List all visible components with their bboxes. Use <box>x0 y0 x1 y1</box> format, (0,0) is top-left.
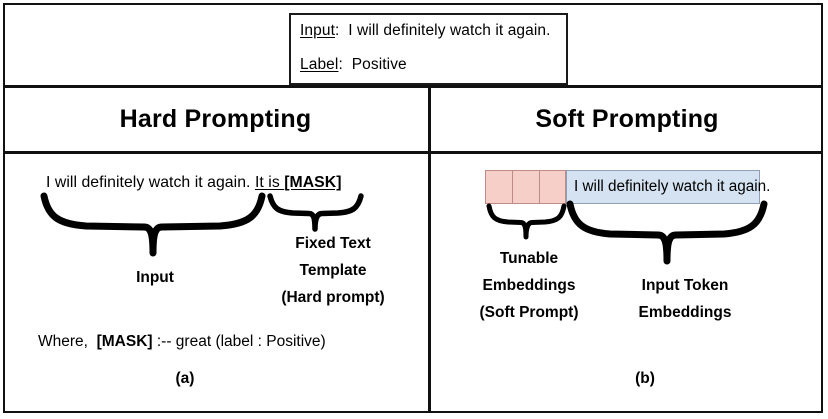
subfigure-caption-b: (b) <box>635 370 655 387</box>
example-input-key: Input <box>300 22 335 39</box>
hard-prompt-where-mask: [MASK] <box>96 333 153 350</box>
divider-vertical-center <box>428 85 431 413</box>
brace-input-curly <box>40 192 266 257</box>
tunable-label-line1: Tunable <box>499 250 559 267</box>
hard-prompt-template-group: It is [MASK] <box>255 174 342 191</box>
example-label-key: Label <box>300 56 339 73</box>
tunable-label-line3: (Soft Prompt) <box>479 304 579 321</box>
hard-prompt-sentence: I will definitely watch it again. It is … <box>46 174 342 192</box>
hard-prompt-template-label-line1: Fixed Text <box>295 235 371 252</box>
input-token-embedding-text: I will definitely watch it again. <box>574 178 771 195</box>
hard-prompt-where-prefix: Where, <box>38 333 88 350</box>
tunable-embedding-cell-2 <box>512 170 539 204</box>
token-label-line2: Embeddings <box>638 304 732 321</box>
input-token-embedding-cell: I will definitely watch it again. <box>566 170 770 204</box>
tunable-embedding-cell-3 <box>539 170 566 204</box>
brace-tunable-curly <box>486 203 570 240</box>
panel-title-hard-prompting: Hard Prompting <box>119 105 312 133</box>
example-label-colon: : <box>338 56 343 73</box>
example-label-value: Positive <box>351 56 407 73</box>
hard-prompt-input-text: I will definitely watch it again. <box>46 174 251 191</box>
hard-prompt-where-suffix: :-- great (label : Positive) <box>156 333 326 350</box>
divider-under-header <box>3 85 823 88</box>
example-input-colon: : <box>334 22 340 39</box>
panel-title-soft-prompting: Soft Prompting <box>535 105 719 133</box>
example-input-label-box: Input: I will definitely watch it again.… <box>289 13 568 85</box>
tunable-embedding-cell-1 <box>485 170 512 204</box>
brace-template-curly <box>267 193 367 232</box>
hard-prompt-template-prefix: It is <box>254 174 285 191</box>
subfigure-caption-a: (a) <box>175 370 195 387</box>
soft-prompt-embedding-row: I will definitely watch it again. <box>485 170 770 204</box>
divider-under-titles <box>3 151 823 154</box>
hard-prompt-template-label-line3: (Hard prompt) <box>281 289 385 306</box>
soft-prompt-tunable-brace-label: Tunable Embeddings (Soft Prompt) <box>455 245 603 326</box>
example-input-value: I will definitely watch it again. <box>348 22 551 39</box>
example-input-line: Input: I will definitely watch it again. <box>300 22 566 39</box>
hard-prompt-input-brace-label: Input <box>136 269 174 286</box>
token-label-line1: Input Token <box>641 277 729 294</box>
figure-outer-border <box>3 3 823 413</box>
brace-input-token-curly <box>566 200 768 265</box>
soft-prompt-token-brace-label: Input Token Embeddings <box>600 272 770 326</box>
tunable-label-line2: Embeddings <box>482 277 576 294</box>
hard-prompt-template-label-line2: Template <box>299 262 367 279</box>
hard-prompt-where-note: Where, [MASK] :-- great (label : Positiv… <box>38 333 326 351</box>
hard-prompt-mask-token: [MASK] <box>284 174 342 191</box>
hard-prompt-template-brace-label: Fixed Text Template (Hard prompt) <box>248 230 418 311</box>
example-label-line: Label: Positive <box>300 56 566 73</box>
